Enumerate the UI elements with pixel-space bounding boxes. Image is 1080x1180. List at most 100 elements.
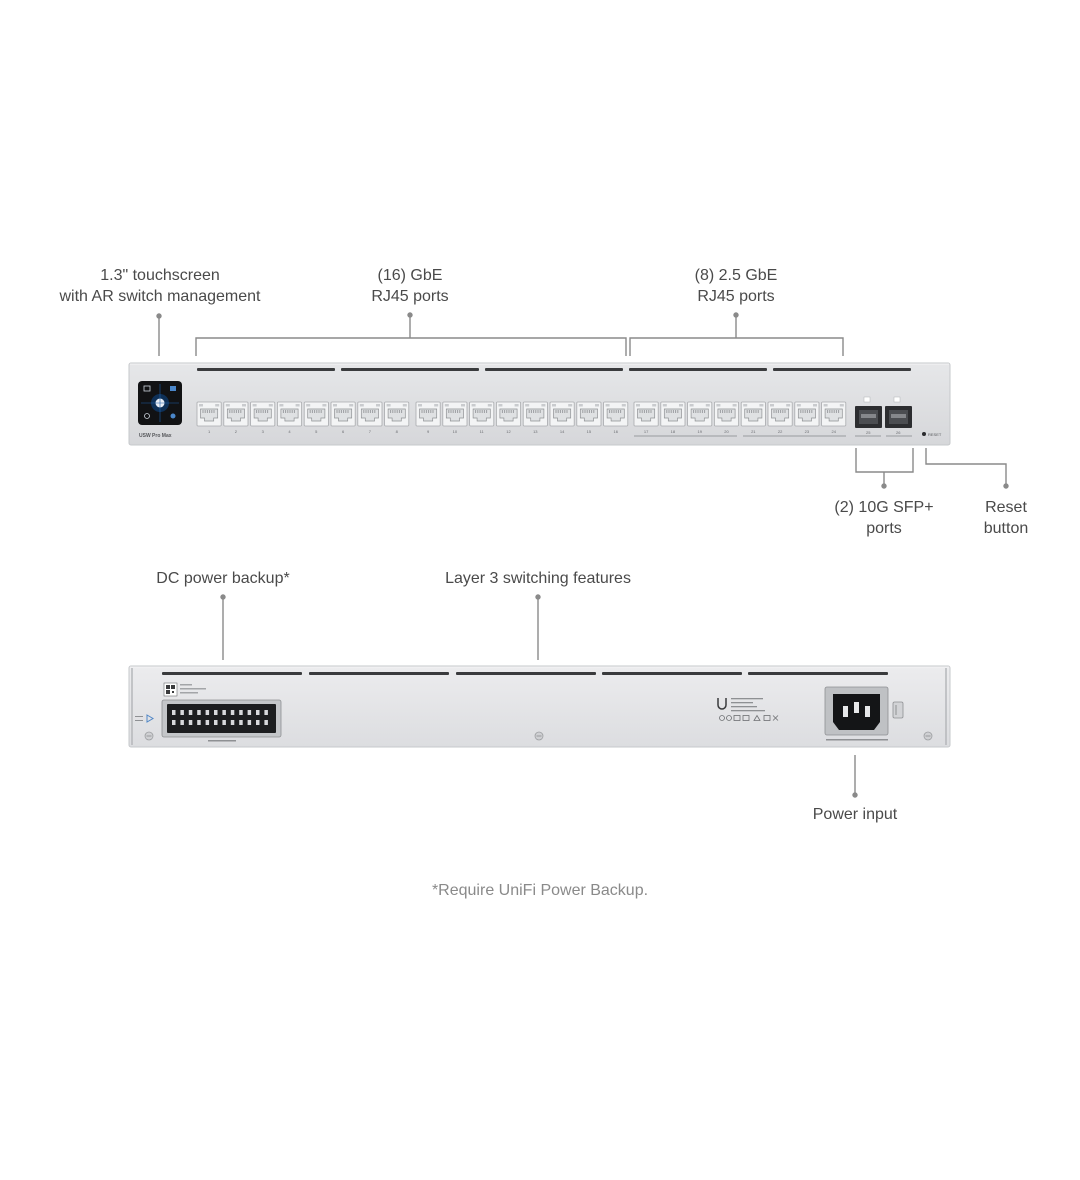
port-led (716, 404, 721, 407)
ground-screw-icon (144, 731, 154, 741)
dc-pin (180, 720, 184, 725)
port-pin (213, 410, 215, 413)
port-pin (609, 410, 611, 413)
sfp-indicator (886, 435, 912, 437)
mgbe-ports-label: (8) 2.5 GbE RJ45 ports (656, 265, 816, 307)
port-number: 17 (644, 429, 649, 434)
touchscreen-label: 1.3" touchscreen with AR switch manageme… (40, 265, 280, 307)
rj45-port[interactable] (415, 401, 441, 427)
sfp-ports-label-line2: ports (866, 520, 902, 537)
port-pin (365, 410, 367, 413)
port-pin (668, 410, 670, 413)
port-led (662, 404, 667, 407)
rj45-port[interactable] (330, 401, 356, 427)
port-led (679, 404, 683, 407)
port-pin (613, 410, 615, 413)
rj45-port[interactable] (223, 401, 249, 427)
port-led (732, 404, 737, 407)
reset-button[interactable] (922, 432, 926, 436)
reset-button-label: Reset button (956, 497, 1056, 539)
dc-pin (197, 710, 201, 715)
port-pin (450, 410, 452, 413)
port-pin (648, 410, 650, 413)
dc-connector-pins (172, 710, 268, 725)
port-pin (724, 410, 726, 413)
port-pin (421, 410, 423, 413)
port-pin (615, 410, 617, 413)
port-pin (452, 410, 454, 413)
gbe-ports-label-line2: RJ45 ports (371, 288, 449, 305)
ac-power-inlet[interactable] (824, 686, 889, 736)
port-pin (231, 410, 233, 413)
dc-pin (172, 720, 176, 725)
rj45-port[interactable] (250, 401, 276, 427)
port-led (541, 404, 546, 407)
port-led (796, 404, 801, 407)
rj45-port[interactable] (276, 401, 302, 427)
dc-pin (264, 720, 268, 725)
rj45-port[interactable] (660, 401, 686, 427)
port-led (823, 404, 828, 407)
mgbe-indicator-right (743, 435, 846, 437)
port-led (786, 404, 791, 407)
dc-pin (180, 710, 184, 715)
port-pin (780, 410, 782, 413)
rj45-port[interactable] (714, 401, 740, 427)
rj45-port[interactable] (522, 401, 548, 427)
port-led (636, 404, 640, 407)
mgbe-bracket (629, 312, 844, 356)
model-label: USW Pro Max (139, 433, 172, 439)
port-number: 12 (506, 429, 511, 434)
port-number: 7 (369, 429, 372, 434)
port-led (359, 404, 364, 407)
port-led (487, 404, 492, 407)
port-pin (811, 410, 813, 413)
rj45-port[interactable] (384, 401, 410, 427)
port-led (514, 404, 519, 407)
layer3-label-line1: Layer 3 switching features (445, 570, 631, 587)
port-led (252, 404, 257, 407)
network-icon (170, 386, 176, 391)
port-pin (559, 410, 561, 413)
port-pin (611, 410, 613, 413)
dc-power-connector[interactable] (161, 699, 282, 738)
port-led (605, 404, 610, 407)
port-pin (566, 410, 568, 413)
port-pin (479, 410, 481, 413)
port-led (839, 404, 844, 407)
port-pin (753, 410, 755, 413)
reset-leader (925, 448, 1009, 489)
port-pin (314, 410, 316, 413)
rj45-port[interactable] (687, 401, 713, 427)
rj45-port[interactable] (442, 401, 468, 427)
sfp-port[interactable] (855, 406, 882, 428)
rj45-port[interactable] (495, 401, 521, 427)
port-led (306, 404, 311, 407)
rj45-port[interactable] (821, 401, 847, 427)
rj45-port[interactable] (549, 401, 575, 427)
rj45-port[interactable] (794, 401, 820, 427)
rj45-port[interactable] (740, 401, 766, 427)
port-pin (537, 410, 539, 413)
port-pin (722, 410, 724, 413)
footnote: *Require UniFi Power Backup. (431, 882, 649, 899)
sfp-port[interactable] (885, 406, 912, 428)
port-pin (829, 410, 831, 413)
rj45-port[interactable] (303, 401, 329, 427)
rj45-port[interactable] (633, 401, 659, 427)
port-pin (719, 410, 721, 413)
rj45-port[interactable] (469, 401, 495, 427)
sfp-led (863, 396, 871, 403)
touchscreen[interactable] (138, 381, 182, 425)
rj45-port[interactable] (767, 401, 793, 427)
port-pin (757, 410, 759, 413)
port-led (652, 404, 657, 407)
port-pin (369, 410, 371, 413)
rj45-port[interactable] (576, 401, 602, 427)
rj45-port[interactable] (357, 401, 383, 427)
port-pin (206, 410, 208, 413)
rj45-port[interactable] (196, 401, 222, 427)
rj45-port[interactable] (603, 401, 629, 427)
port-pin (394, 410, 396, 413)
port-pin (508, 410, 510, 413)
